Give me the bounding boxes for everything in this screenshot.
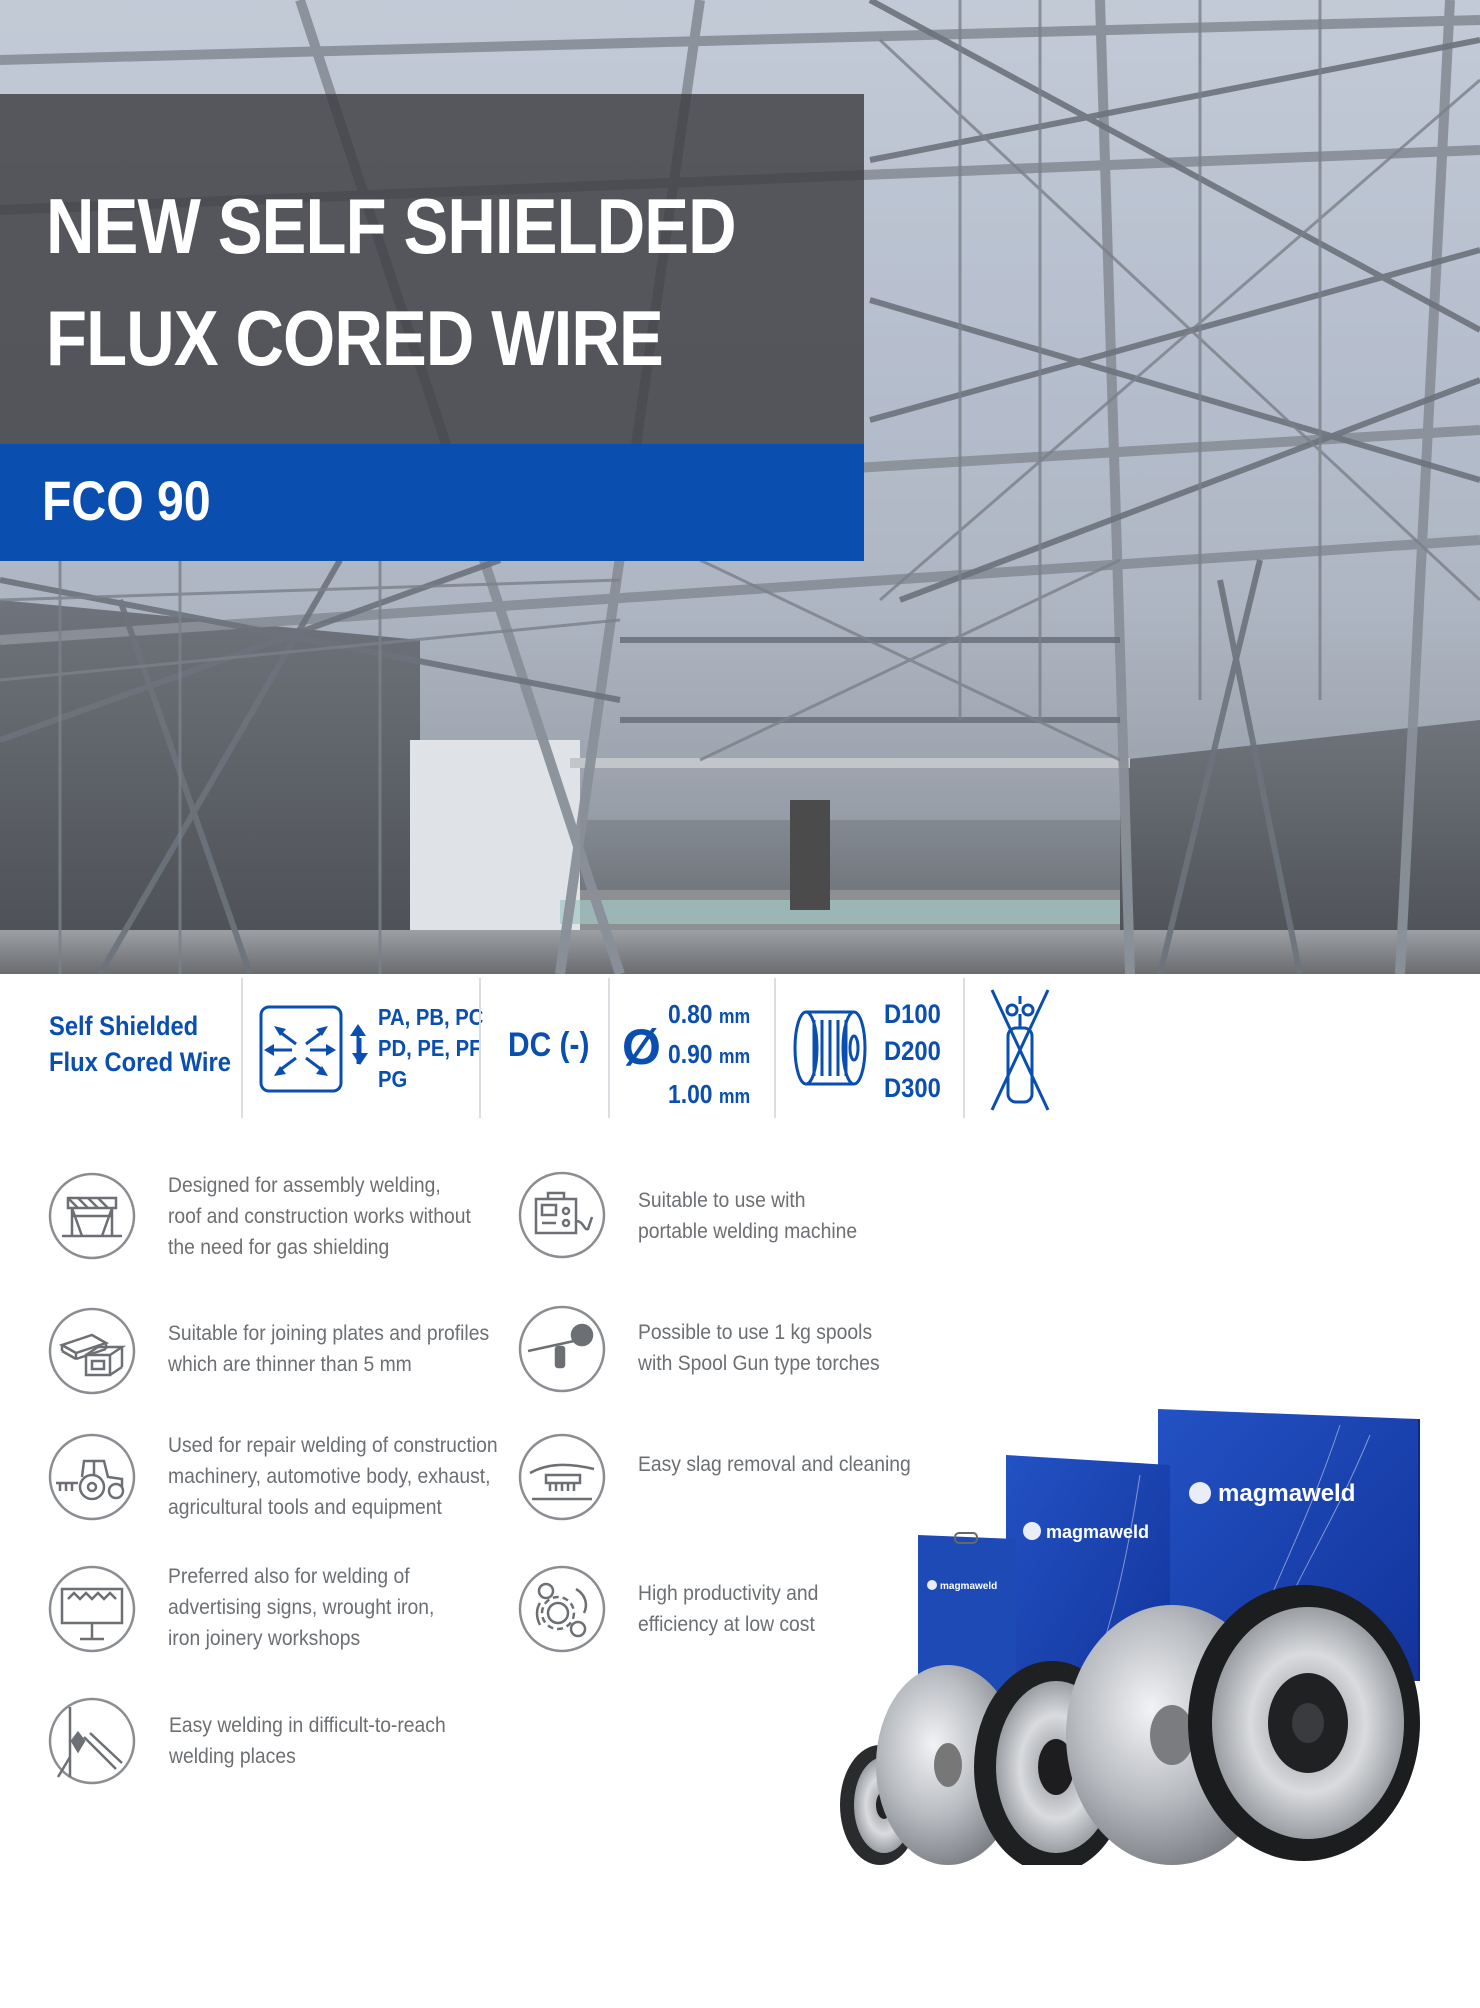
product-type-line-1: Self Shielded (49, 1011, 199, 1041)
spool-icon (793, 1010, 867, 1086)
current-type: DC (-) (508, 1026, 590, 1064)
spool-size: D300 (884, 1073, 941, 1103)
positions-line-2: PD, PE, PF (378, 1035, 482, 1061)
spec-divider (241, 978, 243, 1118)
product-type-line-2: Flux Cored Wire (49, 1047, 231, 1077)
spool-gun-icon (518, 1305, 606, 1393)
brand-label-medium: magmaweld (1046, 1522, 1149, 1542)
feature-text: Easy slag removal and cleaning (638, 1453, 911, 1476)
positions-line-3: PG (378, 1066, 408, 1092)
spool-size: D100 (884, 999, 941, 1029)
feature-text: Suitable for joining plates and profiles… (168, 1322, 490, 1376)
billboard-icon (48, 1565, 136, 1653)
title-line-2: FLUX CORED WIRE (46, 294, 664, 382)
feature-text: Designed for assembly welding, roof and … (168, 1174, 471, 1259)
building-frame-icon (48, 1172, 136, 1260)
no-gas-cylinder-icon (990, 989, 1050, 1111)
model-name: FCO 90 (42, 469, 211, 532)
plates-profiles-icon (48, 1307, 136, 1395)
wire-brush-icon (518, 1433, 606, 1521)
spec-divider (608, 978, 610, 1118)
down-arrow-icon (352, 1038, 368, 1065)
model-bar (0, 444, 864, 561)
diameter-list: 0.80 mm 0.90 mm 1.00 mm (668, 996, 750, 1116)
feature-text: High productivity and efficiency at low … (638, 1582, 819, 1636)
spool-sizes: D100 D200 D300 (884, 996, 941, 1107)
brand-label-small: magmaweld (940, 1581, 997, 1592)
title-line-1: NEW SELF SHIELDED (46, 182, 737, 270)
tractor-icon (48, 1433, 136, 1521)
feature-text: Possible to use 1 kg spools with Spool G… (638, 1321, 880, 1375)
brand-label-large: magmaweld (1218, 1480, 1355, 1507)
page-title: NEW SELF SHIELDED FLUX CORED WIRE (46, 170, 737, 394)
hero-banner: NEW SELF SHIELDED FLUX CORED WIRE FCO 90 (0, 0, 1480, 974)
diameter-symbol: Ø (622, 1019, 661, 1075)
product-photo: magmaweld magmaweld magmaweld (840, 1409, 1420, 1865)
diameter-value: 1.00 mm (668, 1079, 751, 1109)
diameter-value: 0.90 mm (668, 1039, 751, 1069)
feature-text: Used for repair welding of construction … (168, 1434, 498, 1519)
welding-machine-icon (518, 1171, 606, 1259)
product-type: Self Shielded Flux Cored Wire (49, 1008, 231, 1080)
feature-text: Easy welding in difficult-to-reach weldi… (169, 1714, 446, 1768)
feature-text: Preferred also for welding of advertisin… (168, 1565, 435, 1650)
spool-size: D200 (884, 1036, 941, 1066)
diameter-value: 0.80 mm (668, 999, 751, 1029)
spec-divider (479, 978, 481, 1118)
title-overlay (0, 94, 864, 444)
welding-positions-icon (259, 1005, 366, 1093)
welding-positions: PA, PB, PC PD, PE, PF PG (378, 1002, 483, 1095)
productivity-gear-icon (518, 1565, 606, 1653)
positions-line-1: PA, PB, PC (378, 1004, 484, 1030)
feature-text: Suitable to use with portable welding ma… (638, 1189, 858, 1243)
spec-divider (963, 978, 965, 1118)
spec-divider (774, 978, 776, 1118)
corner-weld-icon (48, 1697, 136, 1785)
